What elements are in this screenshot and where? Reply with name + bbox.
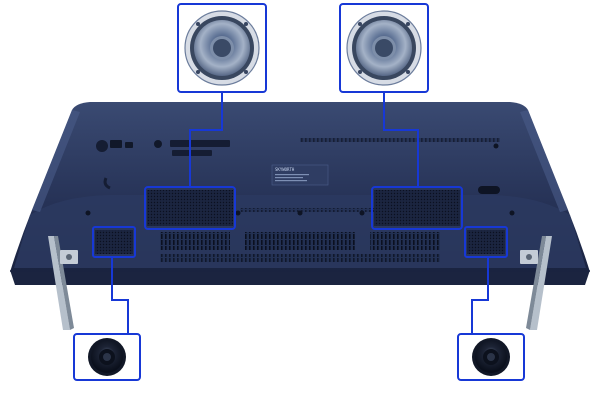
- woofer-callout-right: [339, 3, 429, 93]
- woofer-grille-right: [371, 186, 463, 230]
- port: [110, 140, 122, 148]
- rating-plate-brand: SKYWORTH: [275, 167, 295, 172]
- vent-top: [300, 138, 500, 142]
- woofer-grille-left: [144, 186, 236, 230]
- power-connector: [96, 140, 108, 152]
- woofer-icon: [184, 10, 260, 86]
- port: [154, 140, 162, 148]
- screw-hole: [235, 210, 241, 216]
- callout-leader-lines: [111, 93, 489, 335]
- tweeter-icon: [88, 338, 126, 376]
- port: [125, 142, 133, 148]
- tweeter-callout-right: [457, 333, 525, 381]
- vent-grille-bottom: [160, 254, 440, 262]
- handle-slot: [478, 186, 500, 194]
- tweeter-callout-left: [73, 333, 141, 381]
- tweeter-grille-left: [92, 226, 136, 258]
- vent-grille-right: [370, 232, 440, 250]
- callout-frame: [92, 226, 136, 258]
- screw-hole: [297, 210, 303, 216]
- screw-hole: [493, 143, 499, 149]
- stand-right: [520, 236, 552, 330]
- vent-grille-center: [245, 232, 355, 250]
- tweeter-grille-right: [464, 226, 508, 258]
- vent-grille-left: [160, 232, 230, 250]
- screw-hole: [509, 210, 515, 216]
- stand-left: [48, 236, 78, 330]
- woofer-icon: [346, 10, 422, 86]
- screw-hole: [359, 210, 365, 216]
- vent-mid: [240, 208, 380, 212]
- callout-frame: [464, 226, 508, 258]
- port-strip: [172, 150, 212, 156]
- tv-bottom-edge: [10, 270, 590, 285]
- tweeter-icon: [472, 338, 510, 376]
- port-strip: [170, 140, 230, 147]
- woofer-callout-left: [177, 3, 267, 93]
- screw-hole: [85, 210, 91, 216]
